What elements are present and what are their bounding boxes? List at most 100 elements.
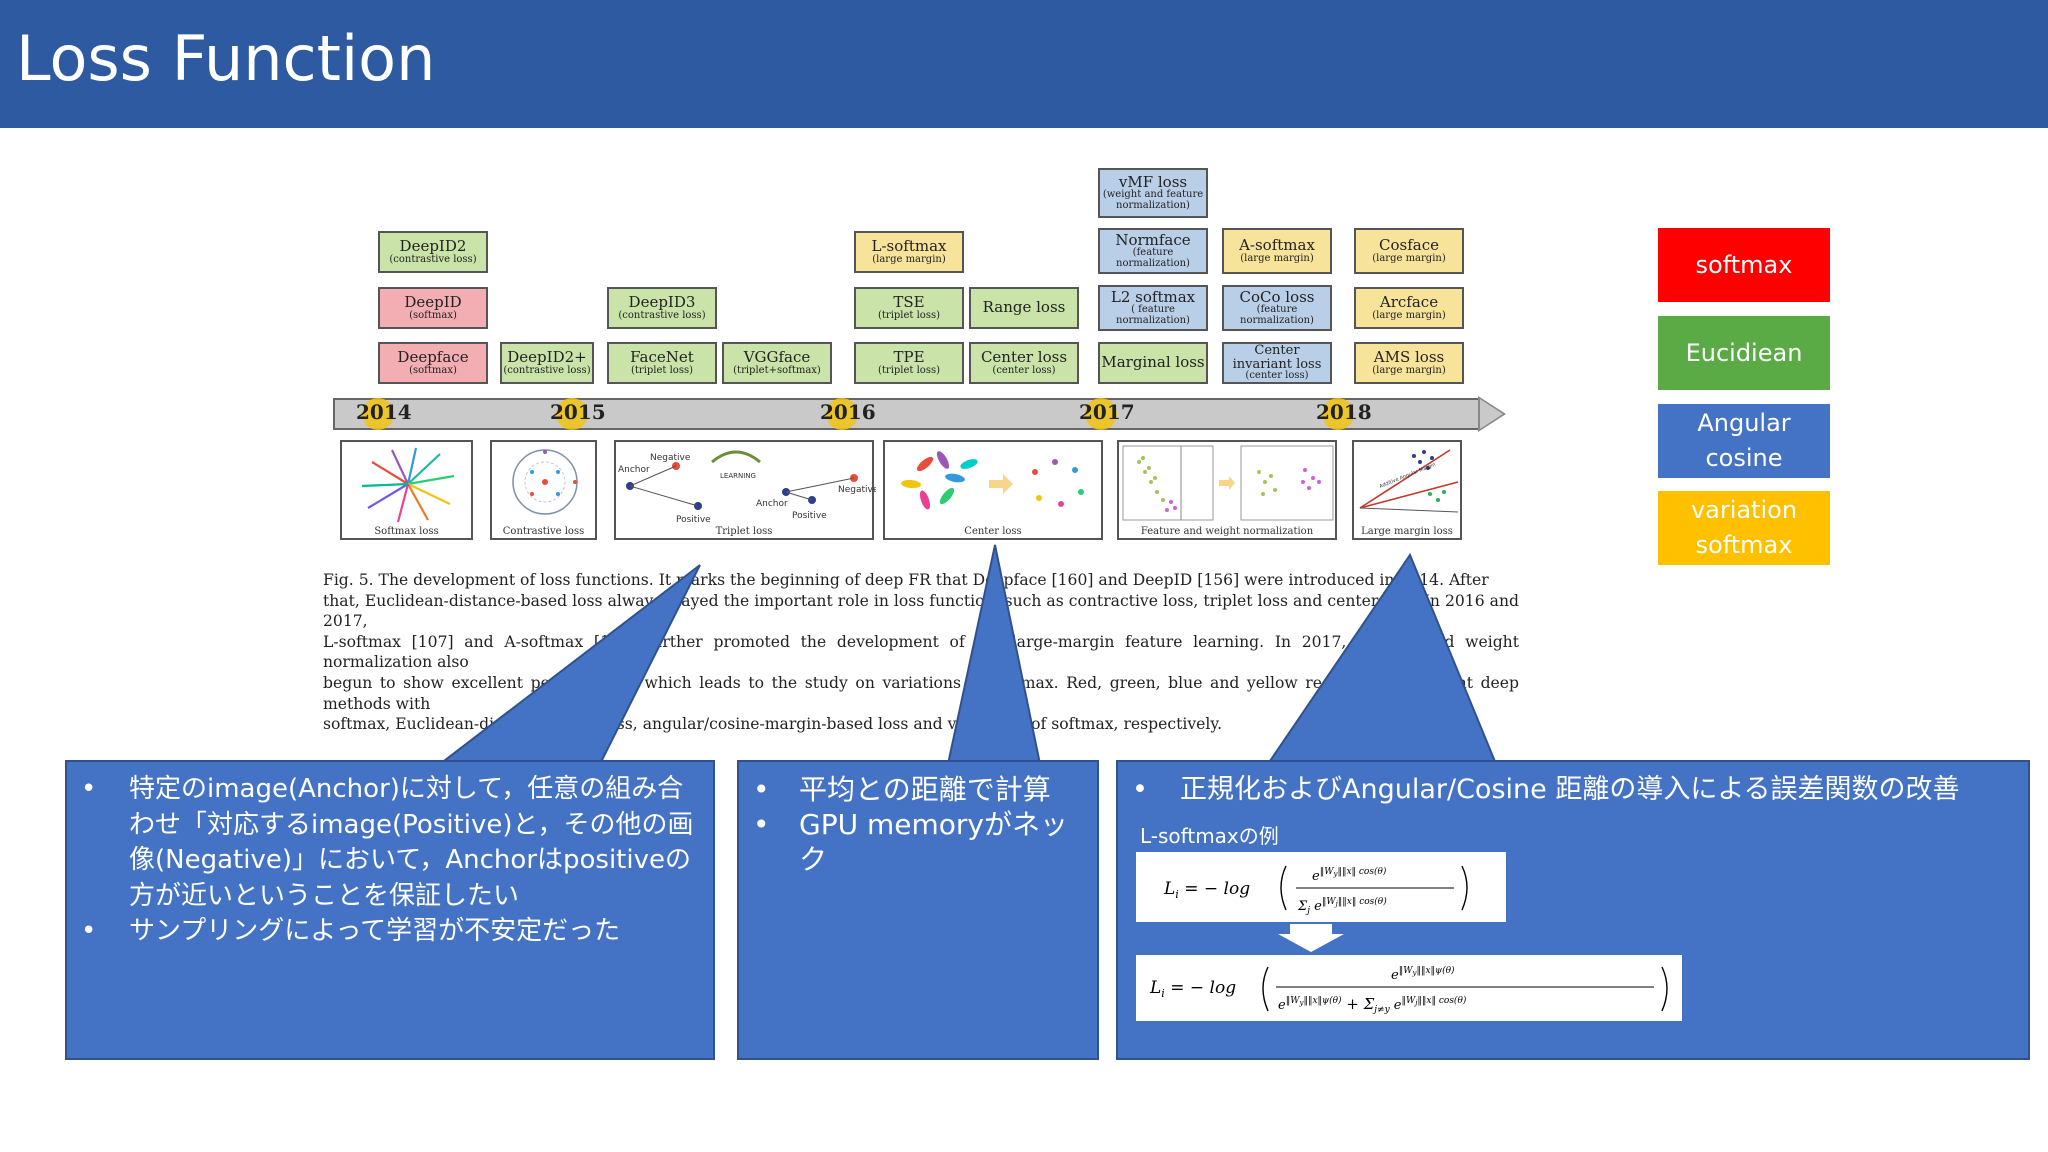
thumbnail-caption: Triplet loss xyxy=(715,526,773,537)
contrastive-circles-image xyxy=(512,449,578,515)
thumbnail-triplet: Negative Anchor Positive LEARNING Anchor… xyxy=(614,440,876,540)
legend-euclidean: Eucidiean xyxy=(1658,316,1830,390)
svg-text:Li = − log: Li = − log xyxy=(1149,978,1236,1000)
year-label: 2018 xyxy=(1316,400,1372,424)
timeline-box-coco-loss: CoCo loss (feature normalization) xyxy=(1222,285,1332,331)
timeline-arrow-fill xyxy=(1480,399,1503,429)
timeline-box-ams-loss: AMS loss (large margin) xyxy=(1354,342,1464,384)
timeline-box-deepid3: DeepID3 (contrastive loss) xyxy=(607,287,717,329)
box-sub: (center loss) xyxy=(992,364,1056,376)
year-marker xyxy=(826,398,858,430)
callout-bullet-list: 平均との距離で計算 GPU memoryがネック xyxy=(739,772,1083,877)
legend-variation-softmax: variation softmax xyxy=(1658,491,1830,565)
callout-bullet-list: 特定のimage(Anchor)に対して，任意の組み合わせ「対応するimage(… xyxy=(67,772,699,950)
timeline-box-vggface: VGGface (triplet+softmax) xyxy=(722,342,832,384)
box-sub: (weight and feature normalization) xyxy=(1102,189,1204,211)
thumbnail-normalization: Feature and weight normalization xyxy=(1117,440,1337,540)
triplet-loss-callout: 特定のimage(Anchor)に対して，任意の組み合わせ「対応するimage(… xyxy=(65,760,715,1060)
timeline-box-l2-softmax: L2 softmax ( feature normalization) xyxy=(1098,285,1208,331)
triplet-label: LEARNING xyxy=(720,472,756,480)
callout-bullet: 平均との距離で計算 xyxy=(739,772,1083,807)
triplet-label: Anchor xyxy=(756,499,788,509)
thumbnail-center-loss: Center loss xyxy=(883,440,1103,540)
box-sub: (softmax) xyxy=(409,364,457,376)
box-sub: (triplet loss) xyxy=(878,309,940,321)
box-name: Deepface xyxy=(397,347,469,366)
svg-text:e‖Wy‖‖x‖ψ(θ): e‖Wy‖‖x‖ψ(θ) xyxy=(1391,965,1455,983)
callout-bullet: サンプリングによって学習が不安定だった xyxy=(67,914,699,950)
box-sub: (feature normalization) xyxy=(1240,304,1314,326)
timeline-box-lsoftmax: L-softmax (large margin) xyxy=(854,231,964,273)
center-loss-callout: 平均との距離で計算 GPU memoryがネック xyxy=(737,760,1099,1060)
box-name: DeepID xyxy=(404,292,462,311)
box-sub: (center loss) xyxy=(1245,370,1309,382)
box-name: DeepID2 xyxy=(399,236,467,255)
box-name: Center invariant loss xyxy=(1232,343,1322,372)
box-name: TSE xyxy=(893,292,925,311)
timeline-box-tpe: TPE (triplet loss) xyxy=(854,342,964,384)
triplet-label: Negative xyxy=(650,453,691,463)
timeline-box-facenet: FaceNet (triplet loss) xyxy=(607,342,717,384)
arrow-down-icon xyxy=(1278,924,1344,952)
box-sub: ( feature normalization) xyxy=(1116,304,1190,326)
box-name: TPE xyxy=(893,347,925,366)
formula-softmax-render: Li = − log e‖Wy‖‖x‖ cos(θ) Σj e‖Wj‖‖x‖ c… xyxy=(1163,865,1468,916)
timeline-box-asoftmax: A-softmax (large margin) xyxy=(1222,228,1332,274)
callout-bullet: 特定のimage(Anchor)に対して，任意の組み合わせ「対応するimage(… xyxy=(67,772,699,914)
callout-bullet-list: 正規化およびAngular/Cosine 距離の導入による誤差関数の改善 xyxy=(1118,772,2014,807)
box-sub: (contrastive loss) xyxy=(389,253,477,265)
box-name: Normface xyxy=(1115,230,1191,249)
timeline-box-deepid: DeepID (softmax) xyxy=(378,287,488,329)
caption-line: Fig. 5. The development of loss function… xyxy=(323,571,1489,589)
center-loss-clusters-image xyxy=(901,451,1084,510)
triplet-label: Anchor xyxy=(618,465,650,475)
box-sub: (large margin) xyxy=(1372,309,1446,321)
timeline-box-cosface: Cosface (large margin) xyxy=(1354,228,1464,274)
left-callout-pointer xyxy=(437,564,701,765)
box-name: Arcface xyxy=(1379,292,1439,311)
box-name: vMF loss xyxy=(1118,172,1188,191)
year-label: 2015 xyxy=(550,400,606,424)
box-sub: (triplet loss) xyxy=(878,364,940,376)
year-label: 2016 xyxy=(820,400,876,424)
thumbnail-caption: Contrastive loss xyxy=(502,526,585,537)
year-label: 2014 xyxy=(356,400,412,424)
thumbnail-caption: Feature and weight normalization xyxy=(1140,526,1314,537)
large-margin-image: Additive Angular Margin xyxy=(1359,449,1459,513)
box-sub: (large margin) xyxy=(872,253,946,265)
box-sub: (feature normalization) xyxy=(1116,247,1190,269)
thumbnail-softmax: Softmax loss xyxy=(340,440,473,540)
box-name: VGGface xyxy=(743,347,811,366)
year-marker xyxy=(1322,398,1354,430)
legend-label: Angular cosine xyxy=(1697,409,1791,472)
timeline-box-range-loss: Range loss xyxy=(969,287,1079,329)
legend-softmax: softmax xyxy=(1658,228,1830,302)
timeline-box-center-invariant-loss: Center invariant loss (center loss) xyxy=(1222,342,1332,384)
slide-title: Loss Function xyxy=(16,22,436,95)
box-sub: (triplet loss) xyxy=(631,364,693,376)
year-marker xyxy=(556,398,588,430)
box-sub: (large margin) xyxy=(1240,252,1314,264)
triplet-diagram-image: Negative Anchor Positive LEARNING Anchor… xyxy=(618,450,876,525)
title-bar: Loss Function xyxy=(0,0,2048,128)
box-sub: (softmax) xyxy=(409,309,457,321)
timeline-box-deepid2plus: DeepID2+ (contrastive loss) xyxy=(500,342,594,384)
example-label: L-softmaxの例 xyxy=(1140,824,1279,848)
box-name: Range loss xyxy=(982,298,1066,317)
svg-text:Li = − log: Li = − log xyxy=(1163,879,1250,901)
svg-text:e‖Wy‖‖x‖ψ(θ) + Σj≠y e‖Wj‖‖x‖ c: e‖Wy‖‖x‖ψ(θ) + Σj≠y e‖Wj‖‖x‖ cos(θ) xyxy=(1278,995,1467,1015)
svg-text:Σj e‖Wj‖‖x‖ cos(θ): Σj e‖Wj‖‖x‖ cos(θ) xyxy=(1297,896,1387,916)
timeline-box-normface: Normface (feature normalization) xyxy=(1098,228,1208,274)
box-sub: (triplet+softmax) xyxy=(733,364,821,376)
caption-line: that, Euclidean-distance-based loss alwa… xyxy=(323,591,1519,631)
timeline-box-arcface: Arcface (large margin) xyxy=(1354,287,1464,329)
timeline-box-vmf-loss: vMF loss (weight and feature normalizati… xyxy=(1098,168,1208,218)
formula-lsoftmax-render: Li = − log e‖Wy‖‖x‖ψ(θ) e‖Wy‖‖x‖ψ(θ) + Σ… xyxy=(1149,965,1668,1015)
box-name: DeepID3 xyxy=(628,292,696,311)
timeline-box-deepface: Deepface (softmax) xyxy=(378,342,488,384)
thumbnail-contrastive: Contrastive loss xyxy=(490,440,597,540)
box-name: L2 softmax xyxy=(1110,287,1196,306)
box-name: FaceNet xyxy=(630,347,694,366)
box-name: DeepID2+ xyxy=(507,347,587,366)
timeline-box-center-loss: Center loss (center loss) xyxy=(969,342,1079,384)
